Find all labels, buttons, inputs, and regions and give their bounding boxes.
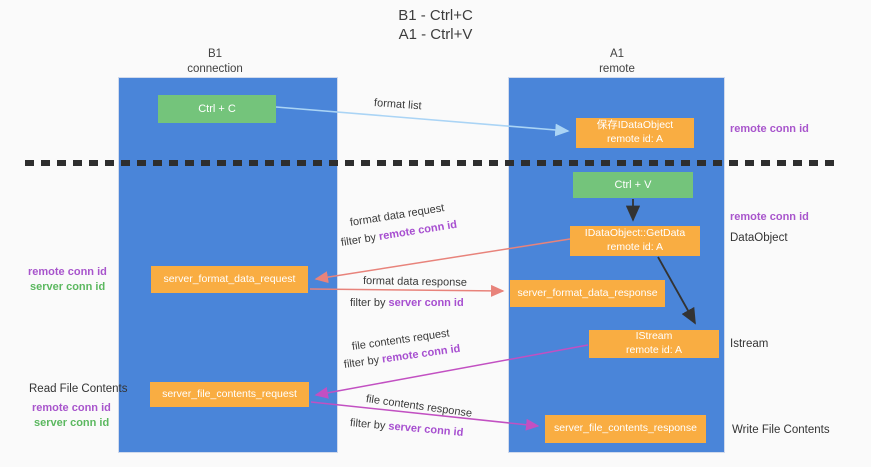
filter-prefix: filter by [343, 353, 383, 371]
label-server-conn-id-left-bottom: server conn id [34, 417, 110, 429]
column-header-b1: B1 connection [145, 47, 285, 77]
conn-id-highlight: server conn id [387, 420, 464, 439]
diagram-title: B1 - Ctrl+C A1 - Ctrl+V [0, 7, 871, 45]
edge-label-file-contents-response: file contents response [365, 393, 473, 420]
column-a1-title: A1 [609, 48, 625, 60]
title-line-1: B1 - Ctrl+C [398, 7, 473, 24]
edge-label-filter-server-1: filter by server conn id [350, 297, 464, 309]
filter-prefix: filter by [340, 231, 380, 249]
label-read-file-contents: Read File Contents [29, 383, 128, 395]
title-line-2: A1 - Ctrl+V [398, 25, 473, 43]
format-response-label: server_format_data_response [517, 286, 658, 299]
conn-id-highlight: server conn id [388, 297, 464, 309]
file-response-label: server_file_contents_response [553, 422, 697, 435]
column-b1-subtitle: connection [187, 62, 243, 75]
node-server-format-data-request: server_format_data_request [151, 266, 308, 293]
edge-label-format-data-response: format data response [362, 275, 468, 289]
node-save-idataobject: 保存IDataObject remote id: A [576, 118, 694, 148]
column-b1-title: B1 [207, 48, 223, 60]
label-remote-conn-id-left-bottom: remote conn id [32, 402, 111, 414]
edge-label-format-list: format list [373, 97, 422, 113]
column-a1-subtitle: remote [599, 62, 635, 75]
node-ctrl-c: Ctrl + C [158, 95, 276, 123]
file-request-label: server_file_contents_request [162, 387, 297, 400]
node-ctrl-v: Ctrl + V [573, 172, 693, 198]
ctrl-c-label: Ctrl + C [198, 102, 236, 115]
node-server-format-data-response: server_format_data_response [510, 280, 665, 307]
label-istream: Istream [730, 338, 769, 350]
getdata-line1: IDataObject::GetData [584, 227, 686, 240]
format-request-label: server_format_data_request [163, 272, 296, 285]
label-dataobject: DataObject [730, 232, 788, 244]
format-response-arrow [309, 284, 505, 297]
node-server-file-contents-request: server_file_contents_request [150, 382, 309, 407]
filter-prefix: filter by [350, 297, 389, 309]
istream-line1: IStream [635, 330, 673, 343]
column-header-a1: A1 remote [547, 47, 687, 77]
save-idataobject-line2: remote id: A [606, 133, 664, 145]
node-getdata: IDataObject::GetData remote id: A [570, 226, 700, 256]
getdata-line2: remote id: A [606, 241, 664, 253]
istream-line2: remote id: A [625, 344, 683, 356]
edge-label-filter-server-2: filter by server conn id [349, 417, 463, 439]
filter-prefix: filter by [349, 417, 389, 433]
node-istream: IStream remote id: A [589, 330, 719, 358]
label-remote-conn-id-mid: remote conn id [730, 211, 809, 223]
label-write-file-contents: Write File Contents [732, 424, 830, 436]
label-remote-conn-id-top: remote conn id [730, 123, 809, 135]
copy-paste-divider [25, 160, 838, 166]
label-server-conn-id-left-mid: server conn id [30, 281, 106, 293]
ctrl-v-label: Ctrl + V [614, 178, 652, 191]
save-idataobject-line1: 保存IDataObject [596, 119, 674, 132]
node-server-file-contents-response: server_file_contents_response [545, 415, 706, 443]
label-remote-conn-id-left-mid: remote conn id [28, 266, 107, 278]
